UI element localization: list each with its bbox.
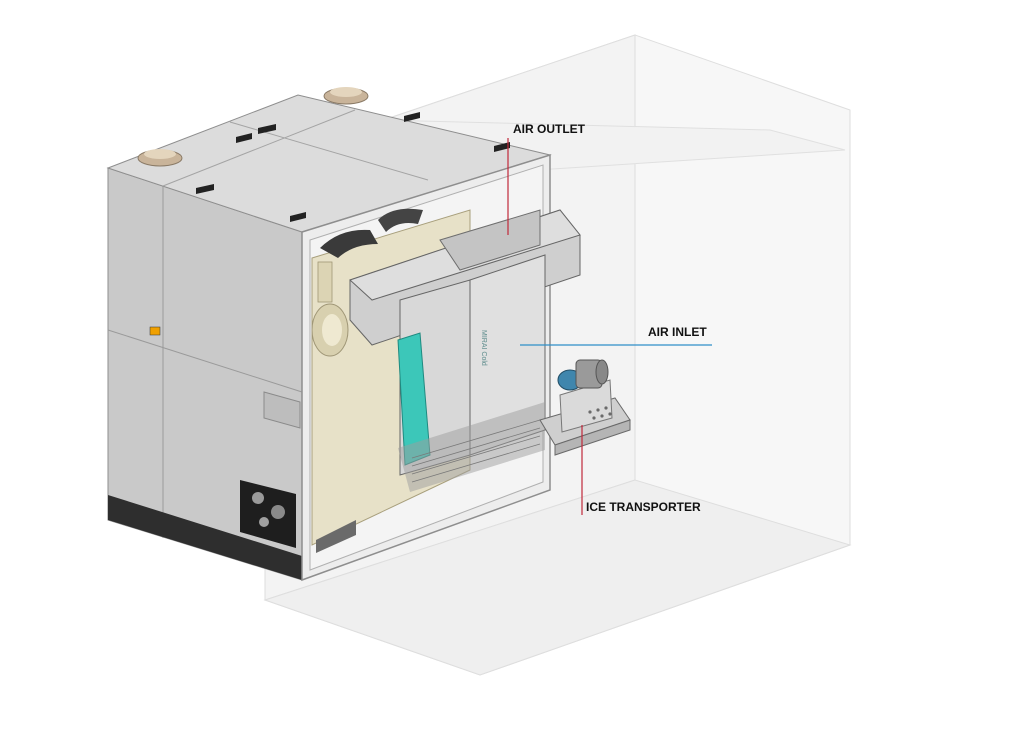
air-outlet-label: AIR OUTLET (513, 122, 586, 136)
housing-top (106, 87, 552, 233)
transporter-holes (588, 406, 612, 420)
top-vent (236, 133, 252, 143)
ice-transporter-label: ICE TRANSPORTER (586, 500, 701, 514)
housing-side (107, 167, 303, 581)
top-vent (494, 142, 510, 152)
hose (320, 229, 378, 258)
brand-text: MIRAI Cold (480, 330, 487, 366)
top-vent (196, 184, 214, 194)
top-vent (258, 124, 276, 134)
outlet-duct (439, 209, 541, 271)
air-inlet-label: AIR INLET (648, 325, 707, 339)
hose (378, 208, 423, 232)
warning-label (149, 326, 161, 336)
top-vent (290, 212, 306, 222)
side-panel-plate (263, 391, 301, 429)
top-vent (404, 112, 420, 122)
ice-transporter (539, 359, 631, 456)
evaporator-module: MIRAI Cold (349, 209, 581, 492)
